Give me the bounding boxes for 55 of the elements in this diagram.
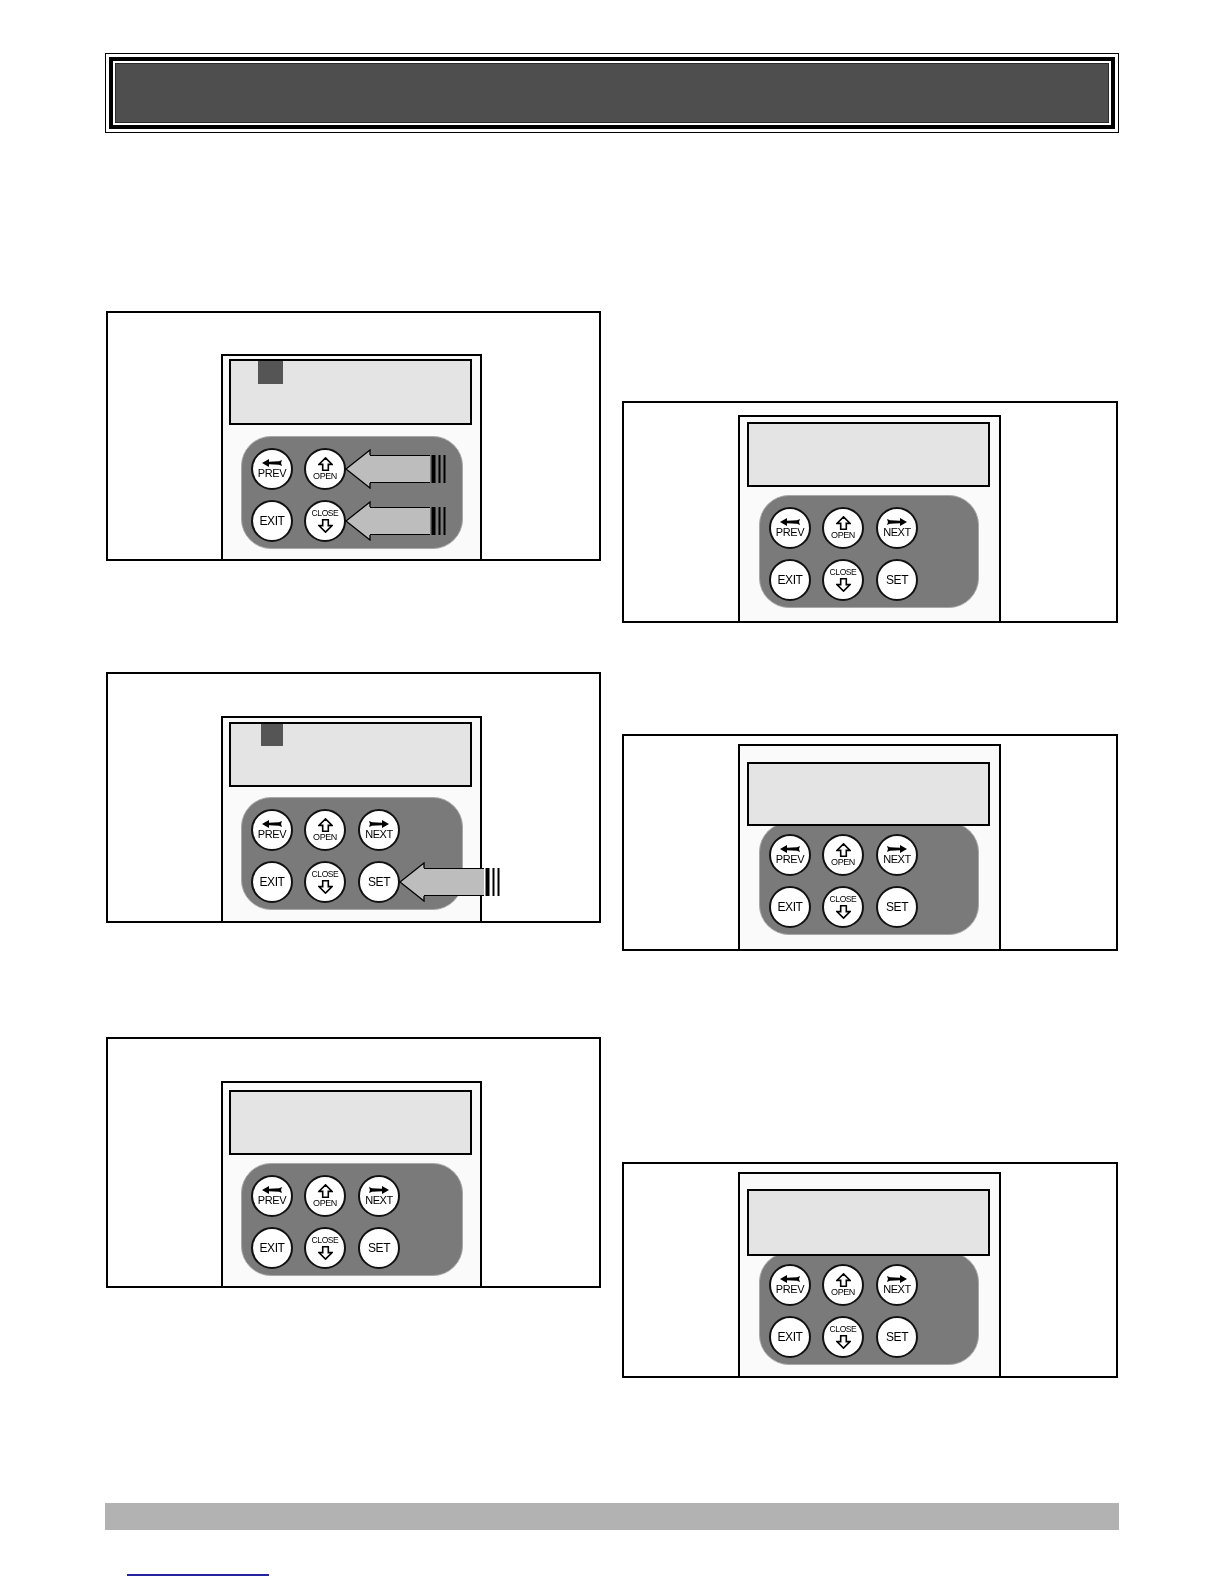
keypad-key: PREV (769, 1264, 811, 1306)
keypad-key: CLOSE (304, 861, 346, 903)
device-housing (738, 744, 1001, 949)
keypad-key: PREV (251, 1175, 293, 1217)
keypad-key: SET (876, 886, 918, 928)
keypad-key: OPEN (304, 448, 346, 490)
keypad-key: PREV (769, 834, 811, 876)
device-housing (221, 716, 482, 921)
keypad-key: NEXT (876, 834, 918, 876)
lcd-screen (229, 1090, 472, 1155)
keypad-key: PREV (251, 448, 293, 490)
keypad-key: EXIT (251, 1227, 293, 1269)
device-housing (738, 1172, 1001, 1376)
lcd-screen (747, 1189, 990, 1256)
keypad-key: SET (358, 861, 400, 903)
keypad-key: CLOSE (822, 1316, 864, 1358)
keypad-key: OPEN (822, 1264, 864, 1306)
keypad-key: CLOSE (304, 500, 346, 542)
keypad-key: EXIT (769, 559, 811, 601)
lcd-screen (747, 762, 990, 826)
device-housing (221, 354, 482, 559)
keypad (241, 797, 463, 910)
figure-frame (106, 311, 601, 561)
keypad-key: NEXT (876, 507, 918, 549)
keypad-key: NEXT (358, 809, 400, 851)
keypad-key: SET (876, 1316, 918, 1358)
keypad-key: CLOSE (822, 886, 864, 928)
figure-frame (622, 1162, 1118, 1378)
keypad (759, 495, 979, 608)
keypad-key: CLOSE (822, 559, 864, 601)
device-housing (738, 415, 1001, 621)
keypad-key: SET (358, 1227, 400, 1269)
keypad-key: OPEN (304, 809, 346, 851)
keypad-key: CLOSE (304, 1227, 346, 1269)
keypad-key: PREV (769, 507, 811, 549)
keypad (241, 1163, 463, 1276)
keypad-key: EXIT (769, 1316, 811, 1358)
lcd-screen (229, 359, 472, 425)
keypad-key: NEXT (358, 1175, 400, 1217)
lcd-screen (229, 722, 472, 787)
figure-frame (622, 401, 1118, 623)
keypad-key: OPEN (304, 1175, 346, 1217)
keypad-key: OPEN (822, 834, 864, 876)
device-housing (221, 1081, 482, 1286)
figure-frame (622, 734, 1118, 951)
keypad-key: SET (876, 559, 918, 601)
keypad-key: EXIT (251, 861, 293, 903)
keypad-key: NEXT (876, 1264, 918, 1306)
keypad-key: EXIT (251, 500, 293, 542)
figure-frame (106, 1037, 601, 1288)
lcd-screen (747, 422, 990, 487)
keypad-key: PREV (251, 809, 293, 851)
keypad-key: OPEN (822, 507, 864, 549)
figure-frame (106, 672, 601, 923)
keypad-key: EXIT (769, 886, 811, 928)
